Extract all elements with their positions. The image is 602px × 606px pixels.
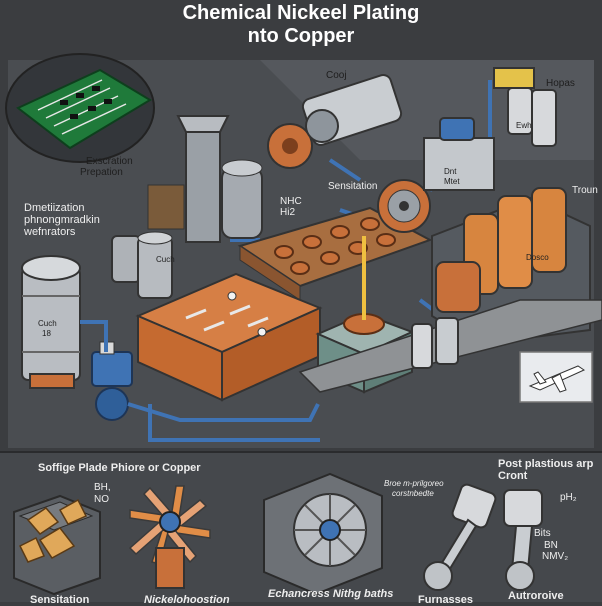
gray-tanks: [111, 231, 173, 299]
diagram-title: Chemical Nickeel Plating nto Copper: [0, 2, 602, 48]
label-tank-left-1: Cuch: [38, 319, 57, 328]
footer-furnace: Furnasses: [418, 594, 474, 606]
piston-parts: [423, 483, 543, 591]
bottom-center-note-1: Broe m-prilgoreo: [384, 479, 444, 488]
label-troun: Troun: [572, 185, 598, 196]
title-line-1: Chemical Nickeel Plating: [182, 2, 420, 24]
chem-bits: Bits: [534, 528, 551, 539]
control-unit: [423, 67, 557, 191]
label-hopas: Hopas: [546, 78, 575, 89]
pcb-board: [5, 53, 155, 163]
footer-nickel: Nickelohoostion: [144, 594, 230, 606]
bottom-turbine-box: [263, 472, 383, 596]
bottom-sensitation-box: [13, 494, 101, 596]
label-dmetization-line3: wefnrators: [24, 226, 76, 238]
title-line-2: nto Copper: [247, 25, 355, 47]
footer-auto: Autroroive: [508, 590, 564, 602]
small-cylinders: [411, 317, 459, 369]
label-preparation: Prepation: [80, 167, 123, 178]
bottom-center-note-2: corstnbedte: [392, 489, 434, 498]
label-unit-top-1: Dnt: [444, 167, 457, 176]
label-dmetization-line2: phnongmradkin: [24, 214, 100, 226]
label-tank-mid: Cuch: [156, 255, 175, 264]
label-small-tank: Ewh: [516, 121, 532, 130]
chem-no: NO: [94, 494, 109, 505]
label-tank-left-2: 18: [42, 329, 51, 338]
plating-bath: [135, 272, 323, 402]
bottom-heading-right: Post plastious arp Cront: [498, 458, 594, 482]
central-tray: [237, 206, 433, 301]
label-cool: Cooj: [326, 70, 347, 81]
chem-bh: BH,: [94, 482, 111, 493]
chem-nmv: NMV₂: [542, 551, 569, 562]
label-tank-right: Dosco: [526, 253, 549, 262]
footer-sensitation: Sensitation: [30, 594, 90, 606]
turbine-wheel: [377, 179, 431, 233]
footer-enhance: Echancress Nithg baths: [268, 588, 394, 600]
reactor-column: [147, 115, 263, 243]
left-storage-tank: [21, 255, 81, 389]
label-nhc: NHC: [280, 196, 302, 207]
chem-ph: pH₂: [560, 492, 577, 503]
horizontal-drum: [267, 74, 403, 169]
label-ni2: Hi2: [280, 207, 296, 218]
label-unit-top-2: Mtet: [444, 177, 460, 186]
airplane-inset: [519, 351, 593, 403]
label-sensitation: Sensitation: [328, 181, 378, 192]
bottom-fan-wheel: [128, 485, 211, 589]
bottom-heading-left: Soffige Plade Phiore or Copper: [38, 462, 201, 474]
pump-motor: [91, 341, 133, 421]
label-extraction: Exscration: [86, 156, 133, 167]
label-dmetization-line1: Dmetiization: [24, 202, 85, 214]
chem-bn: BN: [544, 540, 558, 551]
